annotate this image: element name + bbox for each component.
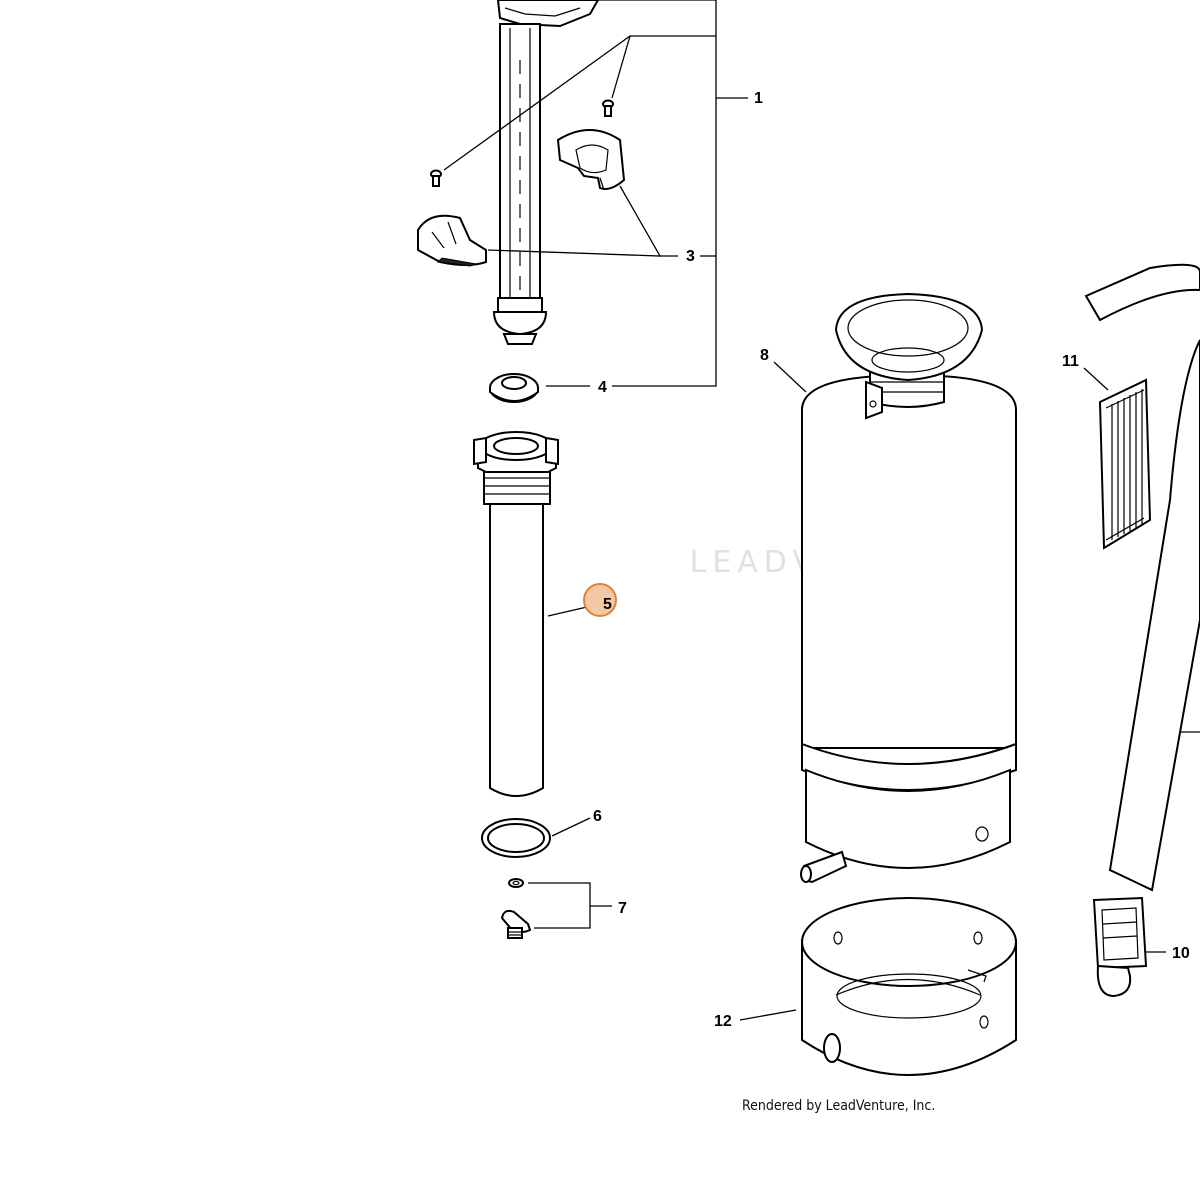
callouts: 1 3 4 5 6 7 8 10 11 12 [593,90,1190,1030]
callout-12[interactable]: 12 [714,1013,732,1030]
buckle-part [1092,896,1148,998]
clip-left-part [417,214,487,267]
callout-8[interactable]: 8 [760,347,769,364]
cylinder-tube-part [473,431,559,797]
check-valve-part [500,909,532,939]
highlight-marker[interactable] [583,583,617,617]
rendered-by-text: Rendered by LeadVenture, Inc. [742,1098,935,1114]
tank-part [800,292,1017,884]
screw-upper-part [602,99,614,117]
callout-10[interactable]: 10 [1172,945,1190,962]
callout-1[interactable]: 1 [754,90,763,107]
washer-part [489,373,539,403]
callout-5[interactable]: 5 [603,596,612,613]
callout-4[interactable]: 4 [598,379,607,396]
padding-grid [1105,389,1145,541]
pump-assembly-part [492,0,600,345]
callout-3[interactable]: 3 [686,248,695,265]
padding-part [1098,378,1152,550]
base-ring-part [801,897,1017,1076]
screw-lower-part [430,169,442,187]
callout-11[interactable]: 11 [1062,353,1079,370]
shoulder-strap-part [1084,263,1200,892]
o-ring-part [481,818,551,858]
callout-7[interactable]: 7 [618,900,627,917]
callout-6[interactable]: 6 [593,808,602,825]
small-seal-part [508,878,524,888]
clip-right-part [556,129,626,191]
